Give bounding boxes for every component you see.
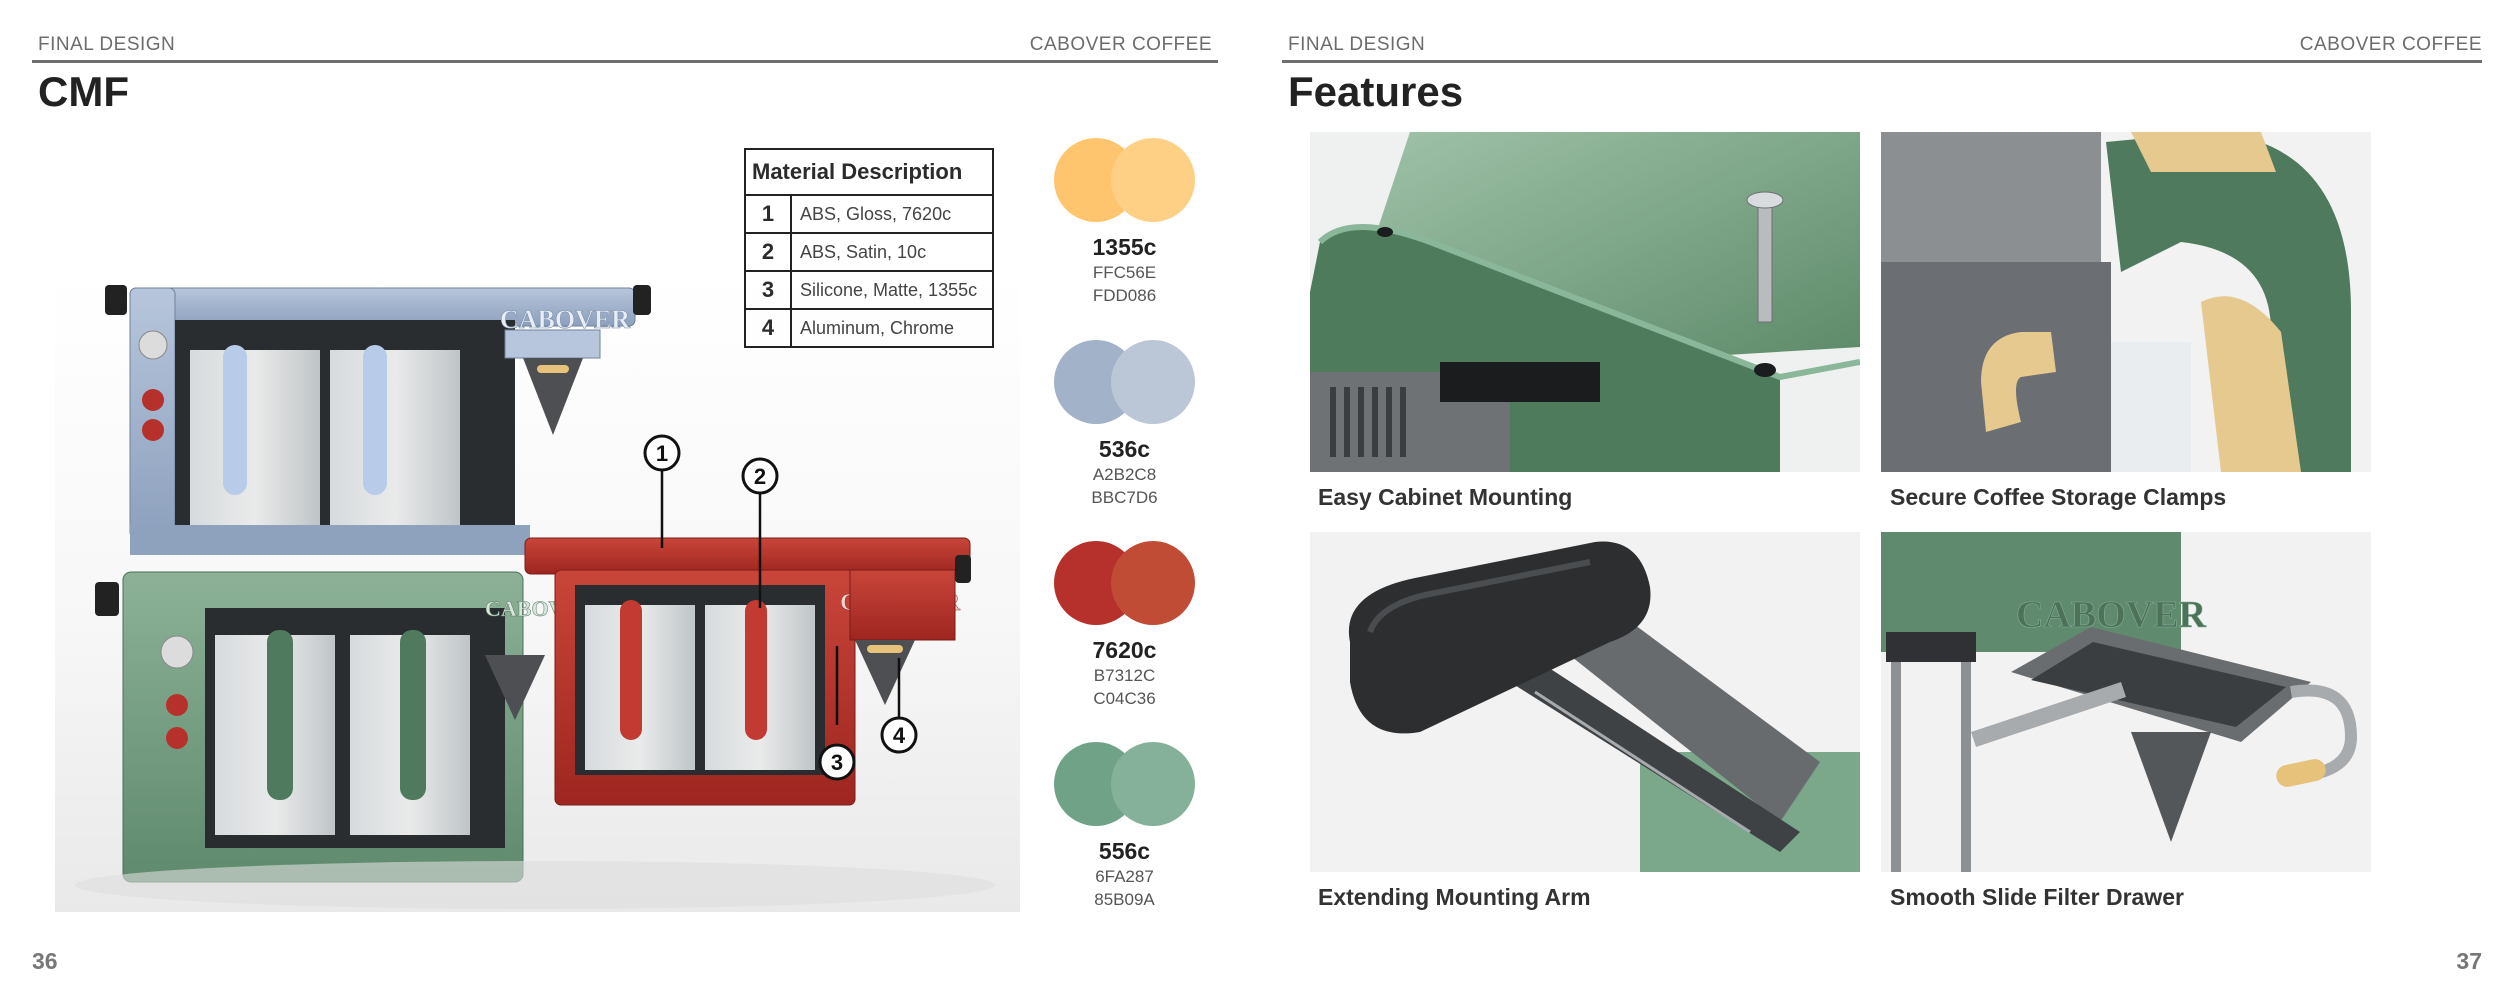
feature-caption: Easy Cabinet Mounting xyxy=(1318,484,1573,510)
table-row: 4 Aluminum, Chrome xyxy=(744,308,994,348)
feature-image-cabinet-mounting xyxy=(1310,132,1860,472)
svg-text:2: 2 xyxy=(754,464,766,489)
swatch-code: 7620c xyxy=(1092,637,1157,663)
svg-text:1: 1 xyxy=(656,441,668,466)
swatch-7620c: 7620c B7312C C04C36 xyxy=(1052,541,1197,710)
material-number: 3 xyxy=(744,270,792,310)
material-desc: ABS, Gloss, 7620c xyxy=(790,194,994,234)
swatch-code: 556c xyxy=(1098,838,1151,864)
material-desc: Silicone, Matte, 1355c xyxy=(790,270,994,310)
material-desc: ABS, Satin, 10c xyxy=(790,232,994,272)
cmf-product-render: CABOVER CABOVER xyxy=(55,270,1020,912)
running-head-left: FINAL DESIGN xyxy=(38,34,176,55)
brand-text-blue: CABOVER xyxy=(500,305,630,334)
svg-text:4: 4 xyxy=(893,723,906,748)
running-head-right: CABOVER COFFEE xyxy=(1029,34,1212,55)
running-head-right: CABOVER COFFEE xyxy=(2299,34,2482,55)
swatch-1355c: 1355c FFC56E FDD086 xyxy=(1052,138,1197,307)
swatch-circle xyxy=(1111,340,1195,424)
swatch-hex: C04C36 xyxy=(1093,689,1156,708)
swatch-code: 1355c xyxy=(1092,234,1157,260)
callout-3: 3 xyxy=(818,743,856,781)
material-description-table: Material Description 1 ABS, Gloss, 7620c… xyxy=(744,148,994,348)
swatch-hex: A2B2C8 xyxy=(1092,465,1157,484)
swatch-hex: FDD086 xyxy=(1092,286,1157,305)
feature-caption: Secure Coffee Storage Clamps xyxy=(1890,484,2227,510)
callout-4: 4 xyxy=(880,716,918,754)
table-row: 1 ABS, Gloss, 7620c xyxy=(744,194,994,234)
feature-image-mounting-arm xyxy=(1310,532,1860,872)
feature-image-filter-drawer: CABOVER xyxy=(1881,532,2371,872)
callout-1: 1 xyxy=(643,434,681,472)
swatch-hex: 85B09A xyxy=(1094,890,1155,909)
swatch-hex: 6FA287 xyxy=(1095,867,1154,886)
swatch-hex: B7312C xyxy=(1093,666,1156,685)
page-title: Features xyxy=(1288,68,1464,115)
swatch-code: 536c xyxy=(1098,436,1151,462)
swatch-536c: 536c A2B2C8 BBC7D6 xyxy=(1052,340,1197,509)
header-rule xyxy=(32,60,1218,63)
material-number: 4 xyxy=(744,308,792,348)
feature-caption: Extending Mounting Arm xyxy=(1318,884,1591,910)
right-page: FINAL DESIGN CABOVER COFFEE Features Eas… xyxy=(1250,0,2500,1000)
brand-text-drawer: CABOVER xyxy=(2016,594,2207,636)
swatch-556c: 556c 6FA287 85B09A xyxy=(1052,742,1197,911)
running-head-left: FINAL DESIGN xyxy=(1288,34,1426,55)
table-row: 2 ABS, Satin, 10c xyxy=(744,232,994,272)
page-title: CMF xyxy=(38,68,129,115)
page-number: 36 xyxy=(32,948,58,974)
feature-image-storage-clamps xyxy=(1881,132,2371,472)
callout-2: 2 xyxy=(741,457,779,495)
material-table-header: Material Description xyxy=(744,148,994,196)
swatch-circle xyxy=(1111,138,1195,222)
swatch-hex: FFC56E xyxy=(1092,263,1157,282)
svg-text:3: 3 xyxy=(831,750,843,775)
table-row: 3 Silicone, Matte, 1355c xyxy=(744,270,994,310)
material-desc: Aluminum, Chrome xyxy=(790,308,994,348)
swatch-circle xyxy=(1111,742,1195,826)
header-rule xyxy=(1282,60,2482,63)
swatch-hex: BBC7D6 xyxy=(1091,488,1158,507)
swatch-circle xyxy=(1111,541,1195,625)
material-number: 1 xyxy=(744,194,792,234)
page-number: 37 xyxy=(2456,948,2482,974)
material-number: 2 xyxy=(744,232,792,272)
feature-caption: Smooth Slide Filter Drawer xyxy=(1890,884,2184,910)
left-page: FINAL DESIGN CABOVER COFFEE CMF CABOVER xyxy=(32,34,1218,974)
